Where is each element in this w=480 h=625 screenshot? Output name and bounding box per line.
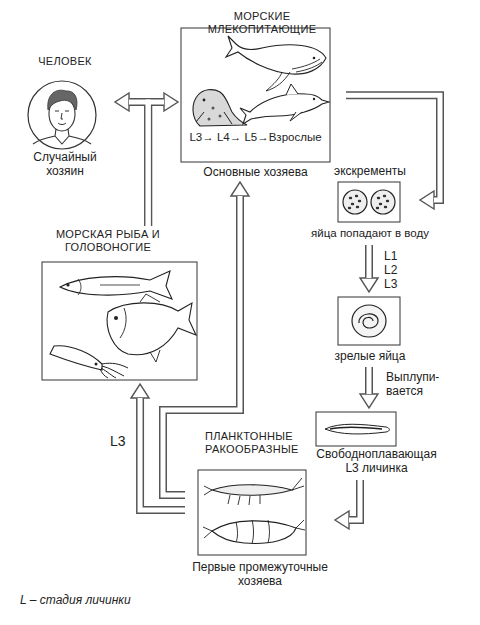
- hollow-arrow-inner: [148, 102, 164, 226]
- shrimp-segments: [203, 520, 305, 544]
- large-fish-detail: [120, 294, 160, 362]
- connector-outlines: [129, 95, 440, 520]
- large-fish: [107, 303, 196, 355]
- node-caption: Основные хозяева: [181, 166, 330, 180]
- node-heading: зрелые яйца: [320, 350, 420, 364]
- dolphin-body: [240, 94, 329, 124]
- dolphin-fins: [286, 84, 302, 121]
- larva-body: [330, 427, 382, 429]
- eggs-frame: [338, 182, 400, 222]
- seal-flippers: [196, 112, 232, 124]
- seal-spot: [212, 107, 215, 110]
- fish-frame: [42, 262, 197, 380]
- larva-sheath: [325, 424, 389, 434]
- hollow-arrow: [349, 480, 360, 520]
- hollow-arrow: [140, 398, 185, 510]
- dolphin-eye: [313, 98, 315, 100]
- edge-label: L1 L2 L3: [384, 250, 402, 291]
- hollow-arrow-inner: [140, 398, 185, 510]
- herring-detail: [78, 279, 140, 295]
- seal-spot: [219, 115, 222, 118]
- crustacean-frame: [198, 470, 306, 555]
- larva-frame: [316, 412, 396, 446]
- human-hair: [48, 90, 77, 110]
- host-node: Свободноплавающая L3 личинка: [300, 408, 470, 480]
- hollow-arrow-inner: [129, 102, 148, 226]
- egg-cells: [349, 196, 388, 208]
- host-node: МОРСКАЯ РЫБА И ГОЛОВОНОГИЕ: [38, 226, 200, 384]
- node-heading: ПЛАНКТОННЫЕ РАКООБРАЗНЫЕ: [205, 430, 310, 455]
- hollow-arrow-inner: [346, 95, 440, 200]
- node-caption: L3→ L4→ L5→Взрослые: [181, 131, 330, 144]
- host-node: зрелые яйца: [320, 292, 420, 367]
- node-caption: Первые промежуточные хозяева: [185, 561, 335, 589]
- large-fish-eye: [114, 316, 118, 320]
- node-heading: Свободноплавающая L3 личинка: [314, 448, 439, 476]
- human-features: [55, 111, 69, 125]
- mature-egg-frame: [338, 297, 400, 345]
- hollow-arrow: [148, 102, 164, 226]
- squid-arms: [100, 363, 128, 378]
- hollow-arrow-inner: [367, 245, 372, 278]
- squid-mantle: [50, 346, 102, 370]
- node-caption: Случайный хозяин: [25, 151, 105, 179]
- hollow-arrow: [365, 367, 373, 394]
- host-node: ЧЕЛОВЕК Случайный хозяин: [15, 55, 115, 180]
- mammals-frame: [181, 28, 330, 162]
- herring-eye: [66, 283, 69, 286]
- whale-detail: [266, 59, 322, 91]
- host-node: экскрементыяйца попадают в воду: [320, 165, 420, 245]
- edge-label: Выплупи- вается: [386, 371, 450, 399]
- node-caption: яйца попадают в воду: [305, 227, 435, 240]
- host-node: ПЛАНКТОННЫЕ РАКООБРАЗНЫЕ Первые промежуто…: [185, 428, 335, 593]
- connector-fills: [129, 95, 440, 520]
- egg: [371, 190, 395, 214]
- coiled-larva: [359, 314, 378, 328]
- seal-eye: [203, 99, 206, 102]
- human-frame: [28, 81, 96, 149]
- squid-eye: [95, 363, 98, 366]
- shrimp: [212, 521, 296, 544]
- hollow-arrow: [129, 102, 148, 226]
- krill: [212, 485, 292, 496]
- whale-eye: [313, 57, 316, 60]
- hollow-arrow: [346, 95, 440, 200]
- hollow-arrow-inner: [367, 367, 372, 394]
- host-node: МОРСКИЕ МЛЕКОПИТАЮЩИЕ L3→ L4→ L5→Взрослые…: [178, 10, 346, 182]
- node-heading: ЧЕЛОВЕК: [15, 55, 115, 68]
- krill-legs: [204, 478, 304, 505]
- note-label: L – стадия личинки: [20, 594, 240, 608]
- mature-egg: [352, 305, 386, 337]
- human-shoulders: [33, 129, 91, 144]
- edge-label: L3: [110, 433, 134, 449]
- hollow-arrow: [365, 245, 373, 278]
- seal-body: [193, 90, 247, 126]
- node-heading: МОРСКАЯ РЫБА И ГОЛОВОНОГИЕ: [38, 228, 178, 253]
- node-heading: МОРСКИЕ МЛЕКОПИТАЮЩИЕ: [178, 10, 346, 35]
- egg: [343, 190, 367, 214]
- herring: [60, 271, 172, 299]
- seal-spot: [208, 118, 211, 121]
- node-heading: экскременты: [320, 165, 420, 179]
- hollow-arrow-inner: [349, 480, 360, 520]
